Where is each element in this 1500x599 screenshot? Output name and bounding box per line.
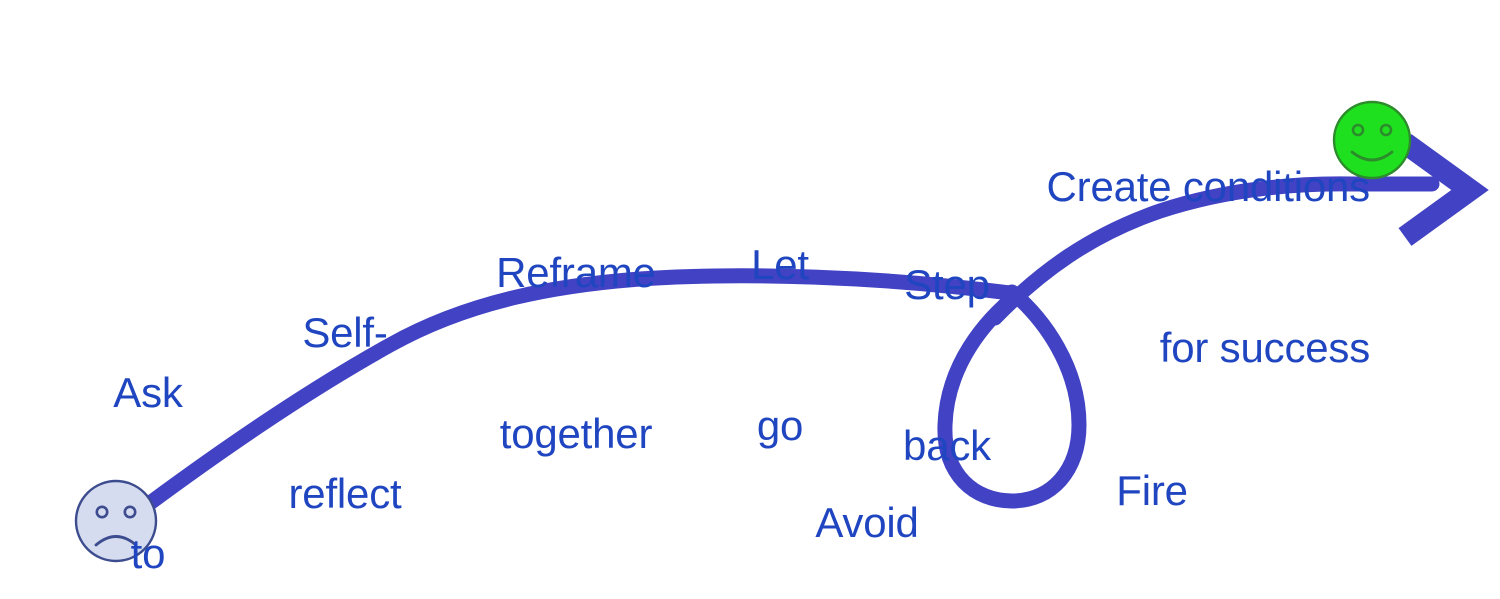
journey-main-path [142,268,1026,511]
happy-face-icon [1332,100,1412,180]
sad-face-icon [74,479,158,563]
detour-loop-path [937,284,1087,509]
label-let-go: Let go [730,130,830,560]
label-ask-to-understand: Ask to understand [22,258,274,599]
label-line: Avoid [815,498,919,546]
label-fire-client: Fire client [1090,356,1214,599]
label-line: Let [751,240,809,288]
label-line: Fire [1116,466,1188,514]
label-line: Self- [302,308,388,356]
label-line: Reframe [496,248,656,296]
label-line: go [756,401,804,449]
label-line: for success [1159,323,1370,371]
label-line: reflect [288,469,402,517]
label-step-back: Step back [884,150,1010,580]
label-line: Create conditions [1046,162,1371,210]
label-line: Step [904,260,990,308]
label-reframe-together: Reframe together [458,138,694,568]
label-line: back [903,421,991,469]
journey-success-path [987,176,1440,326]
label-create-conditions-for-success: Create conditions for success [960,52,1371,482]
label-line: Ask [113,368,183,416]
label-line: to [130,529,166,577]
arrow-head-icon [1398,134,1489,246]
label-self-reflect: Self- reflect [262,198,428,599]
label-line: together [499,409,653,457]
label-avoid-client: Avoid client [788,388,946,599]
